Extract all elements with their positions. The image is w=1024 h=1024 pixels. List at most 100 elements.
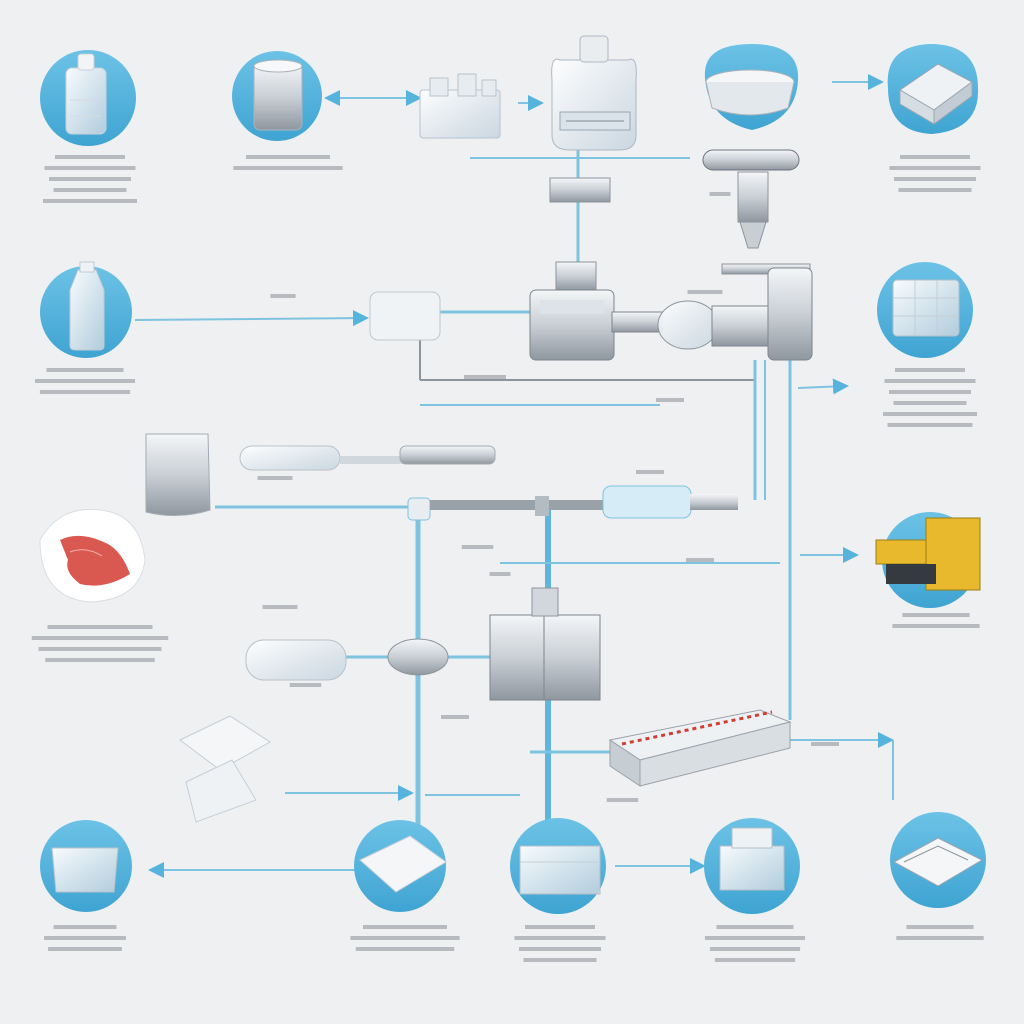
caption-scribble-line — [656, 398, 684, 402]
caption-scribble-line — [887, 423, 973, 427]
caption-scribble-line — [900, 155, 970, 159]
caption-scribble-line — [636, 470, 664, 474]
hopper-valve-assembly — [549, 177, 611, 291]
node-grey-cabinet — [489, 587, 601, 701]
connectors — [134, 74, 894, 878]
caption-scribble-line — [687, 290, 723, 294]
caption-scribble-line — [898, 188, 972, 192]
node-yellow-machine — [875, 512, 981, 608]
caption-scribble-line — [441, 715, 469, 719]
arrow-to-crate-blocks — [797, 378, 849, 395]
canister-icon — [253, 59, 303, 131]
caption-scribble-line — [39, 390, 131, 394]
granulator-icon — [419, 73, 501, 139]
caption-scribble-line — [464, 375, 506, 379]
caption-scribble-line — [38, 647, 162, 651]
node-crate-blocks — [877, 262, 973, 358]
caption-scribble-line — [289, 683, 322, 687]
mesh-crate-icon — [899, 63, 973, 125]
caption-scribble-line — [257, 476, 293, 480]
node-extruder — [369, 267, 813, 361]
caption-scribble-line — [43, 199, 137, 203]
node-mesh-crate — [887, 44, 979, 134]
node-pipe-tube — [239, 445, 738, 521]
node-sheet-film — [354, 820, 447, 912]
node-granulator-top — [419, 73, 501, 139]
caption-scribble-line — [525, 925, 595, 929]
caption-scribble-line — [47, 625, 153, 629]
node-tray-box — [510, 818, 606, 914]
caption-scribble-line — [709, 192, 731, 196]
caption-scribble-line — [55, 155, 125, 159]
caption-scribble-line — [883, 412, 977, 416]
caption-scribble-line — [895, 368, 965, 372]
stack-box-icon — [719, 827, 785, 891]
caption-scribble-line — [523, 958, 597, 962]
caption-scribble-line — [233, 166, 343, 170]
caption-scribble-line — [716, 925, 794, 929]
cylinder-drum-icon — [245, 638, 449, 681]
node-blister-pack — [890, 812, 986, 908]
caption-scribble-line — [48, 947, 122, 951]
caption-scribble-line — [906, 925, 974, 929]
conveyor-oven-icon — [608, 709, 792, 787]
pouch-bag-icon — [145, 433, 211, 517]
caption-scribble-line — [46, 368, 124, 372]
caption-scribble-line — [49, 177, 131, 181]
caption-scribble-line — [519, 947, 601, 951]
plastic-bottle-icon — [65, 53, 107, 135]
node-stack-box — [704, 818, 800, 914]
tube-pipe-icon — [239, 445, 738, 521]
caption-scribble-line — [461, 545, 494, 549]
caption-scribble-line — [350, 936, 460, 940]
node-tub — [40, 820, 132, 912]
caption-scribble-line — [686, 558, 714, 562]
node-bottle — [40, 50, 136, 146]
arrow-jug-extruder — [134, 310, 369, 327]
node-cylinder-drum — [245, 638, 449, 681]
caption-scribble-line — [889, 166, 981, 170]
tray-stack-icon — [705, 69, 795, 116]
nozzle-assembly — [702, 149, 811, 275]
caption-scribbles — [31, 155, 984, 962]
caption-scribble-line — [44, 936, 126, 940]
hopper-tank-icon — [551, 35, 637, 151]
caption-scribble-line — [896, 936, 984, 940]
caption-scribble-line — [31, 636, 169, 640]
tray-box-icon — [519, 845, 601, 895]
caption-scribble-line — [34, 379, 136, 383]
node-film-wrap — [39, 508, 146, 603]
caption-scribble-line — [892, 624, 980, 628]
caption-scribble-line — [889, 390, 971, 394]
caption-scribble-line — [53, 925, 117, 929]
caption-scribble-line — [44, 166, 136, 170]
caption-scribble-line — [53, 188, 127, 192]
crate-blocks-icon — [892, 279, 960, 337]
node-tray-stack — [702, 44, 811, 275]
caption-scribble-line — [884, 379, 976, 383]
caption-scribble-line — [514, 936, 606, 940]
node-jug — [40, 261, 132, 358]
sheet-film-icon — [359, 835, 447, 893]
caption-scribble-line — [714, 958, 796, 962]
node-canister — [232, 51, 322, 141]
jug-icon — [69, 261, 105, 351]
cabinet-icon — [489, 587, 601, 701]
node-conveyor-oven — [608, 709, 792, 787]
caption-scribble-line — [262, 605, 298, 609]
caption-scribble-line — [811, 742, 839, 746]
folded-sheets-icon — [179, 715, 271, 823]
caption-scribble-line — [902, 613, 970, 617]
caption-scribble-line — [893, 401, 967, 405]
shrink-wrap-icon — [39, 508, 146, 603]
blister-pack-icon — [892, 837, 984, 887]
caption-scribble-line — [489, 572, 511, 576]
node-folded-sheets — [179, 715, 271, 823]
node-bag — [145, 433, 211, 517]
caption-scribble-line — [894, 177, 976, 181]
caption-scribble-line — [704, 936, 806, 940]
caption-scribble-line — [246, 155, 330, 159]
caption-scribble-line — [270, 294, 296, 298]
yellow-machine-icon — [875, 517, 981, 591]
